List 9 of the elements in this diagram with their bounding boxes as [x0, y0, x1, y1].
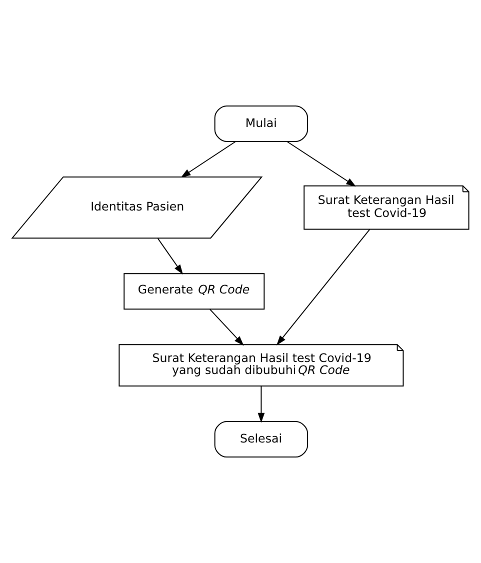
arrow	[258, 386, 265, 423]
arrow	[157, 238, 183, 274]
arrow	[210, 308, 244, 346]
arrow	[276, 229, 370, 346]
arrow	[180, 141, 236, 178]
node-box: Generate QR Code	[124, 273, 265, 310]
node-box: Selesai	[214, 421, 308, 458]
node-box: Mulai	[214, 105, 308, 142]
arrow	[286, 141, 356, 187]
